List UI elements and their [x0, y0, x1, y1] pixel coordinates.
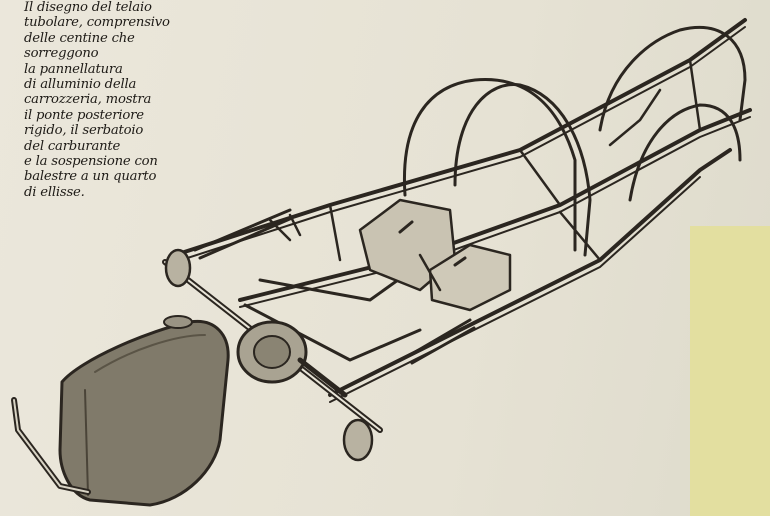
caption-line-10: del carburante: [24, 138, 121, 154]
caption-line-11: e la sospensione con: [24, 154, 158, 170]
caption-line-6: di alluminio della: [24, 77, 137, 93]
caption: Il disegno del telaio tubolare, comprens…: [24, 0, 214, 200]
caption-line-3: delle centine che: [24, 30, 135, 46]
caption-line-2: tubolare, comprensivo: [24, 15, 170, 31]
caption-line-1: Il disegno del telaio: [24, 0, 152, 15]
body-hoops: [402, 25, 747, 257]
caption-line-4: sorreggono: [24, 46, 99, 62]
rear-axle: [162, 248, 383, 462]
cross-tubes: [268, 58, 702, 292]
leaf-springs: [193, 208, 476, 365]
engine-block: [358, 198, 512, 312]
caption-line-13: di ellisse.: [24, 184, 85, 200]
caption-line-12: balestre a un quarto: [24, 169, 157, 185]
caption-line-9: rigido, il serbatoio: [24, 123, 144, 139]
caption-line-8: il ponte posteriore: [24, 107, 144, 123]
margin-highlight: [690, 226, 770, 516]
fuel-tank: [11, 315, 230, 507]
caption-line-7: carrozzeria, mostra: [24, 92, 152, 108]
caption-line-5: la pannellatura: [24, 61, 123, 77]
